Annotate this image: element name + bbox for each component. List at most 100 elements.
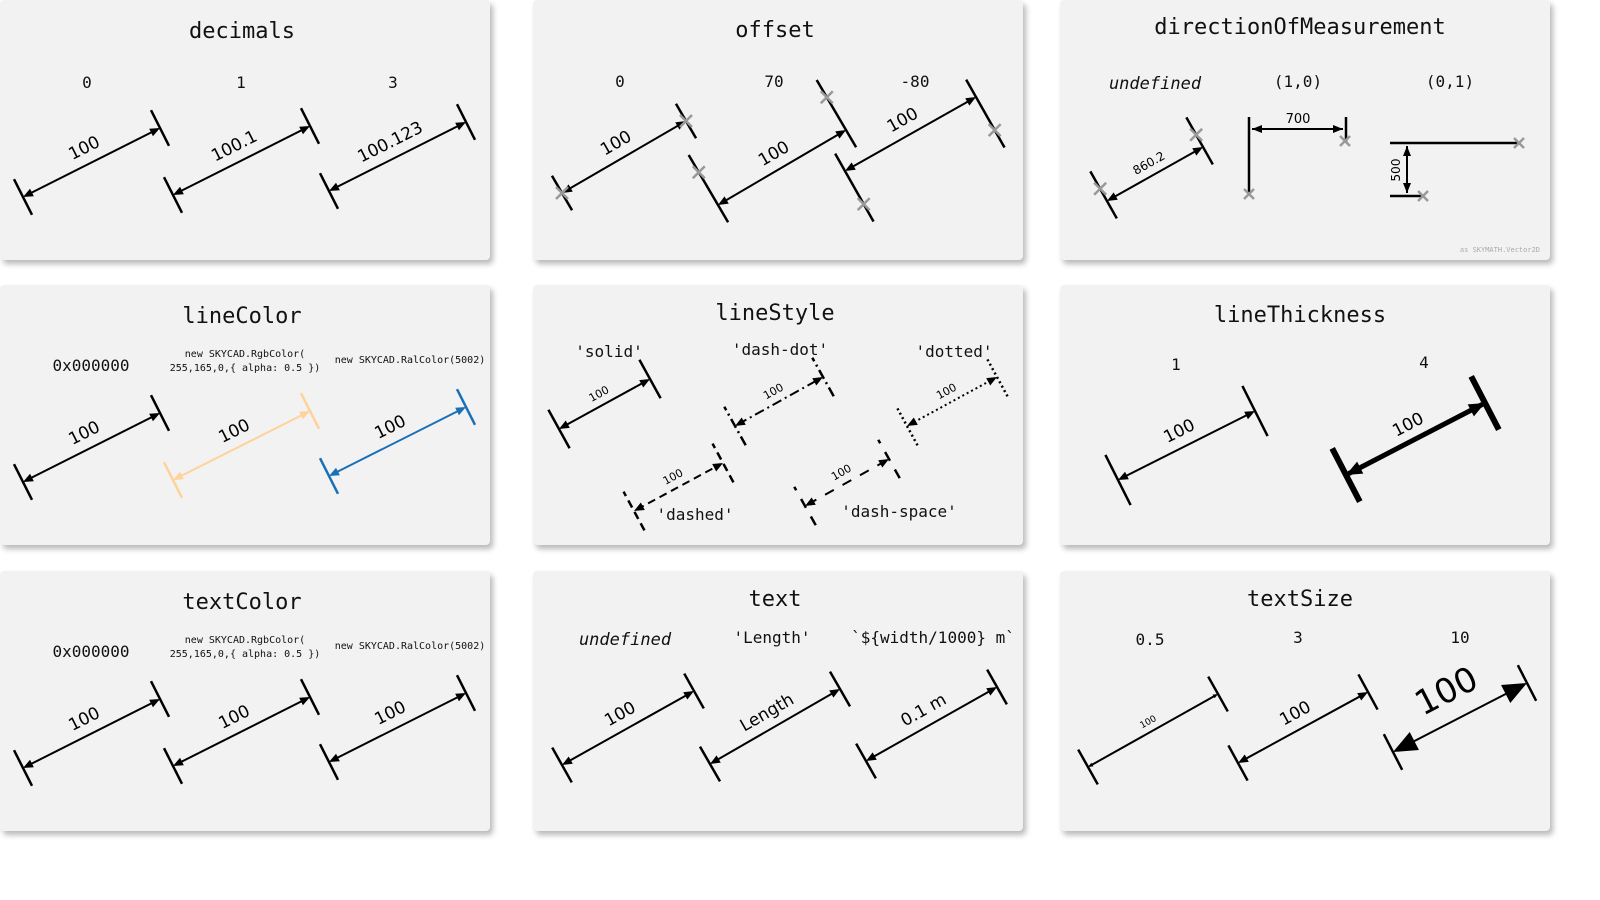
point-marker [1417, 190, 1429, 202]
dimension-decimals-0: 100 [12, 109, 171, 216]
point-marker [1189, 127, 1204, 142]
arrowhead [173, 471, 184, 480]
marker-stroke [1189, 127, 1204, 142]
arrowhead [1252, 125, 1262, 133]
panel-decimals: decimals 0 1 3 100 100.1 100.123 [0, 0, 490, 260]
arrowhead [907, 417, 918, 426]
arrowhead [712, 463, 723, 472]
marker-stroke [691, 165, 706, 180]
arrowhead [812, 377, 823, 386]
arrowhead [299, 697, 310, 706]
arrowhead [710, 755, 721, 764]
option-label: 'dash-dot' [732, 340, 828, 359]
marker-stroke [856, 197, 871, 211]
dimension-value: 0.1 m [898, 690, 951, 732]
option-label: 'Length' [733, 628, 810, 647]
arrowhead [23, 473, 34, 482]
arrowhead [1357, 692, 1368, 701]
arrowhead [1403, 146, 1411, 156]
arrowhead [1244, 411, 1255, 420]
dimension-line [564, 691, 692, 765]
dimension-line [1109, 147, 1201, 201]
extension-line [1185, 116, 1214, 166]
point-marker [555, 186, 569, 200]
dimension-line [636, 463, 721, 511]
marker-stroke [679, 114, 693, 128]
arrowhead [455, 693, 466, 702]
option-label: (0,1) [1426, 72, 1474, 91]
option-label: 0x000000 [52, 642, 129, 661]
option-label: 3 [1293, 628, 1303, 647]
option-label: (1,0) [1274, 72, 1322, 91]
arrowhead [1333, 125, 1343, 133]
extension-line [622, 491, 646, 531]
panel-line-color-canvas: lineColor 0x000000 new SKYCAD.RgbColor( … [12, 304, 485, 501]
footnote: as SKYMATH.Vector2D [1460, 246, 1540, 254]
extension-line [834, 152, 875, 223]
panel-line-thickness: lineThickness 1 4 100 100 [1060, 285, 1550, 545]
arrowhead [23, 188, 34, 197]
dimension-line-style-dotted: 100 [895, 357, 1009, 446]
panel-title: textColor [182, 590, 301, 615]
dimension-value: 100 [601, 698, 639, 731]
dimension-line [331, 407, 464, 476]
dimension-value: 100.1 [208, 127, 260, 167]
arrowhead [986, 377, 997, 386]
panel-title: decimals [189, 19, 295, 44]
panel-decimals-canvas: decimals 0 1 3 100 100.1 100.123 [12, 19, 477, 216]
point-marker [819, 90, 834, 105]
dimension-value: 100 [755, 137, 793, 171]
dimension-line-color-rgb: 100 [162, 392, 321, 499]
dimension-decimals-1: 100.1 [162, 107, 321, 214]
dimension-line-color-ral: 100 [318, 388, 477, 495]
dimension-line [909, 377, 995, 426]
dimension-value: 860.2 [1131, 149, 1168, 178]
option-label: undefined [579, 630, 672, 650]
option-label: new SKYCAD.RgbColor( [185, 349, 305, 360]
panel-text-canvas: text undefined 'Length' `${width/1000} m… [551, 587, 1015, 784]
panel-title: lineThickness [1214, 303, 1386, 328]
arrowhead [1212, 694, 1218, 699]
dimension-line [561, 379, 648, 429]
arrowhead [718, 196, 729, 205]
dimension-line [175, 697, 308, 766]
option-label: 1 [1171, 355, 1181, 374]
dimension-text-size-0.5: 100 [1077, 675, 1229, 786]
arrowhead [986, 687, 997, 696]
arrowhead [965, 97, 976, 106]
dimension-line [737, 377, 821, 426]
marker-stroke [987, 123, 1002, 137]
arrowhead [1088, 762, 1094, 767]
point-marker [987, 123, 1002, 137]
dimension-text-color-ral: 100 [318, 674, 477, 781]
arrowhead [455, 122, 466, 131]
dimension-line [868, 687, 995, 761]
extension-line [1089, 170, 1118, 220]
dimension-line [25, 413, 158, 482]
extension-line [687, 154, 730, 223]
dimension-text-size-10: 100 [1382, 659, 1538, 771]
arrowhead [1238, 754, 1249, 763]
arrowhead [829, 689, 840, 698]
option-label: 10 [1450, 628, 1469, 647]
dimension-line-thickness-4: 100 [1329, 374, 1502, 504]
dimension-value: 500 [1389, 159, 1403, 182]
dimension-line [564, 121, 684, 193]
dimension-line [1090, 694, 1216, 767]
arrowhead [299, 411, 310, 420]
option-label: new SKYCAD.RgbColor( [185, 635, 305, 646]
dimension-line [712, 689, 838, 764]
panel-title: textSize [1247, 587, 1353, 612]
dimension-direction-y: 500 [1389, 137, 1525, 202]
dimension-direction-x: 700 [1243, 112, 1351, 200]
panel-text: text undefined 'Length' `${width/1000} m… [533, 571, 1023, 831]
option-label: new SKYCAD.RalColor(5002) [335, 641, 486, 652]
option-label: 'dashed' [656, 505, 733, 524]
point-marker [1093, 181, 1108, 196]
dimension-line [1395, 683, 1525, 752]
panel-direction-canvas: directionOfMeasurement undefined (1,0) (… [1089, 15, 1540, 254]
dimension-offset-minus80: 100 [834, 78, 1006, 223]
arrowhead [805, 497, 816, 506]
dimension-line [175, 126, 308, 195]
arrowhead [329, 182, 340, 191]
